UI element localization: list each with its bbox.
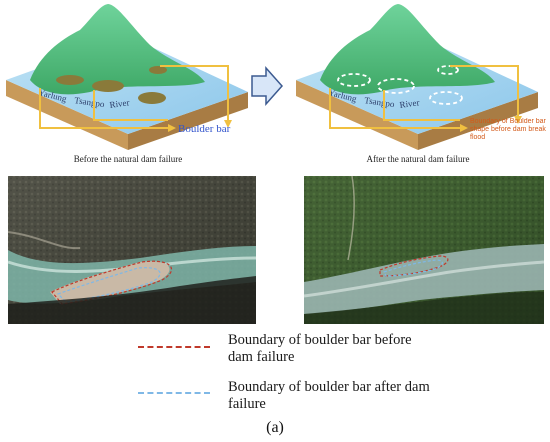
legend-label-after: Boundary of boulder bar after dam failur… xyxy=(228,379,430,412)
boulder-bar xyxy=(138,92,166,104)
terrain-block-side xyxy=(128,92,248,150)
mountain xyxy=(320,4,495,95)
after-caption: After the natural dam failure xyxy=(367,154,470,164)
river-label: River xyxy=(399,97,420,110)
boundary-label: Boundary of Boulder bar shape before dam… xyxy=(470,118,546,141)
legend-swatch-before xyxy=(138,346,210,348)
legend-label-before: Boundary of boulder bar before dam failu… xyxy=(228,332,412,365)
terrain-block-side xyxy=(418,92,538,150)
photo-before xyxy=(7,176,257,324)
arrow-head xyxy=(514,116,522,124)
boulder-bar xyxy=(92,80,124,92)
boulder-bar-photo xyxy=(50,261,170,304)
boulder-bar xyxy=(149,66,167,74)
pointer-arrows xyxy=(329,65,519,129)
before-diagram: Yarlung Tsangpo River Boulder bar Before… xyxy=(6,4,248,164)
photo-after xyxy=(303,175,545,324)
river-label: Tsangpo xyxy=(364,95,396,109)
river-label: River xyxy=(109,97,130,110)
panel-label: (a) xyxy=(266,419,284,436)
arrow-head xyxy=(224,120,232,128)
legend-swatch-after xyxy=(138,392,210,394)
pointer-arrows xyxy=(39,65,229,129)
river-label: Tsangpo xyxy=(74,95,106,109)
boulder-bar-boundary-after xyxy=(383,259,443,277)
before-caption: Before the natural dam failure xyxy=(74,154,182,164)
terrain-block-front xyxy=(296,80,418,150)
boulder-bar xyxy=(56,75,84,85)
boulder-bar-boundaries xyxy=(337,65,463,105)
after-diagram: Yarlung Tsangpo River Boundary of Boulde… xyxy=(296,4,546,164)
boulder-bar-boundary-after xyxy=(56,267,161,303)
arrow-head xyxy=(460,124,468,132)
terrain-block-front xyxy=(6,80,128,150)
arrow-head xyxy=(168,124,176,132)
transition-arrow-icon xyxy=(251,66,284,106)
boulder-bar-label: Boulder bar xyxy=(178,123,231,135)
